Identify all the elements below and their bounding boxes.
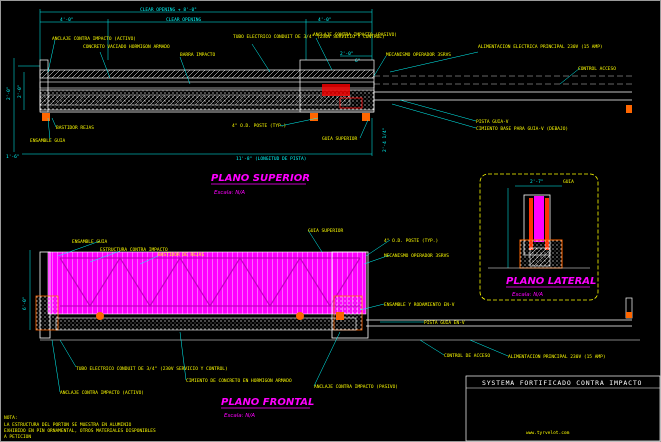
front-concrete-beam (55, 317, 357, 331)
note-line: EXHIBIDO EN PIN ORNAMENTAL, OTROS MATERI… (4, 428, 156, 434)
dim-overall-length: 11'-8" (LONGITUD DE PISTA) (236, 156, 306, 162)
operator-mechanism-box (339, 97, 363, 109)
plan-label-anclaje-pasivo: ANCLAJE CONTRA IMPACTO (PASIVO) (313, 32, 397, 38)
plan-label-poste: 4" O.D. POSTE (TYP.) (232, 123, 286, 129)
front-label-cimiento: CIMIENTO DE CONCRETO EN HORMIGON ARMADO (186, 378, 292, 384)
front-label-estructura: ESTRUCTURA CONTRA IMPACTO (100, 247, 168, 253)
plan-truss (39, 94, 351, 106)
lateral-frame (479, 173, 599, 301)
lateral-frame-bar (545, 198, 549, 250)
plan-label-mecanismo: MECANISMO OPERADOR 3SRVS (386, 52, 451, 58)
dim-left-offset: 4'-0" (60, 17, 74, 23)
plan-operator-housing (299, 59, 375, 113)
note-block: NOTA: LA ESTRUCTURA DEL PORTON SE MUESTR… (4, 415, 156, 440)
front-post-left (39, 251, 51, 339)
plan-label-bastidor: BASTIDOR REJAS (56, 125, 94, 131)
plan-label-guia: GUIA SUPERIOR (322, 136, 358, 142)
dim-right-offset-2: 2'-0" (340, 51, 354, 57)
plan-scale: Escala: N/A (214, 190, 245, 196)
plan-view: CLEAR OPENING + 8'-0" CLEAR OPENING 4'-0… (6, 7, 632, 196)
dim-side-gap: 6'-0" (22, 296, 28, 310)
plan-label-barra: BARRA IMPACTO (180, 52, 216, 58)
post-icon (42, 113, 50, 121)
dim-right-height: 2'-4 1/4" (382, 128, 388, 152)
post-icon (626, 105, 632, 113)
front-view: 6'-0" (22, 228, 640, 419)
post-icon (336, 312, 344, 320)
dim-clear-text: CLEAR OPENING (166, 17, 202, 23)
dim-total-text: CLEAR OPENING + 8'-0" (140, 7, 197, 13)
title-block: SYSTEMA FORTIFICADO CONTRA IMPACTO www.t… (465, 375, 661, 442)
front-label-rodamiento: ENSAMBLE Y RODAMIENTO EN-V (384, 302, 455, 308)
front-truss (59, 256, 361, 308)
note-heading: NOTA: (4, 415, 18, 421)
front-scale: Escala: N/A (224, 413, 255, 419)
front-label-anclaje-activo: ANCLAJE CONTRA IMPACTO (ACTIVO) (60, 390, 144, 396)
dim-left-height-1: 2'-0" (6, 86, 12, 100)
post-icon (626, 312, 632, 318)
lateral-footing-core (529, 247, 551, 267)
front-gate-panel (47, 251, 367, 315)
lateral-scale: Escala: N/A (512, 292, 543, 298)
title-block-website: www.tyrvelot.com (526, 430, 570, 436)
front-label-anclaje-pasivo: ANCLAJE CONTRA IMPACTO (PASIVO) (314, 384, 398, 390)
plan-label-tubo: TUBO ELECTRICO CONDUIT DE 3/4" (230V SER… (233, 34, 385, 40)
lateral-gate (534, 196, 544, 242)
front-label-ensamble: ENSAMBLE GUIA (72, 239, 108, 245)
lateral-view: 2'-7" GUIA PLANO LATERAL Escala: N/A (479, 173, 599, 301)
wheel-icon (296, 312, 304, 320)
front-label-alimentacion: ALIMENTACION PRINCIPAL 230V (15 AMP) (508, 354, 606, 360)
front-label-poste: 4" O.D. POSTE (TYP.) (384, 238, 438, 244)
lateral-label-guia: GUIA (563, 179, 574, 185)
dim-right-offset-1: 4'-0" (318, 17, 332, 23)
front-post-right (331, 251, 369, 339)
plan-label-concreto: CONCRETO VACIADO HORMIGON ARMADO (83, 44, 170, 50)
plan-label-ensamble: ENSAMBLE GUIA (30, 138, 66, 144)
front-label-tubo: TUBO ELECTRICO CONDUIT DE 3/4" (230V SER… (76, 366, 228, 372)
dim-left-height-2: 2'-0" (17, 84, 23, 98)
dim-bottom-left: 1'-6" (6, 154, 20, 160)
front-label-guia: GUIA SUPERIOR (308, 228, 344, 234)
post-icon (310, 113, 318, 121)
front-label-pista: PISTA GUIA EN-V (424, 320, 465, 326)
front-title: PLANO FRONTAL (221, 397, 314, 408)
front-footing-left (35, 295, 59, 331)
plan-top-wall (39, 69, 375, 79)
plan-leaders (47, 37, 581, 141)
front-label-bastidor: BASTIDOR DE REJAS (158, 252, 204, 258)
front-label-control: CONTROL DE ACCESO (444, 353, 490, 359)
title-block-frame (465, 375, 661, 442)
operator-mechanism (322, 84, 350, 96)
title-block-title: SYSTEMA FORTIFICADO CONTRA IMPACTO (482, 379, 642, 387)
dim-right-offset-3: 6" (355, 58, 360, 64)
plan-label-pista: PISTA GUIA-V (476, 119, 509, 125)
plan-left-cap (39, 59, 49, 113)
note-line: LA ESTRUCTURA DEL PORTON SE MUESTRA EN A… (4, 422, 132, 428)
lateral-title: PLANO LATERAL (506, 276, 596, 287)
plan-label-control: CONTROL ACCESO (578, 66, 616, 72)
plan-title: PLANO SUPERIOR (211, 173, 310, 184)
front-label-mecanismo: MECANISMO OPERADOR 3SRVS (384, 253, 449, 259)
note-line: A PETICION (4, 434, 31, 440)
wheel-icon (96, 312, 104, 320)
lateral-frame-bar (529, 198, 533, 250)
plan-label-cimiento: CIMIENTO BASE PARA GUIA-V (DEBAJO) (476, 126, 568, 132)
plan-label-alimentacion: ALIMENTACION ELECTRICA PRINCIPAL 230V (1… (478, 44, 603, 50)
front-leaders (51, 229, 509, 393)
post-icon (362, 113, 370, 121)
plan-label-anclaje-activo: ANCLAJE CONTRA IMPACTO (ACTIVO) (52, 36, 136, 42)
dim-lateral-width: 2'-7" (530, 179, 544, 185)
